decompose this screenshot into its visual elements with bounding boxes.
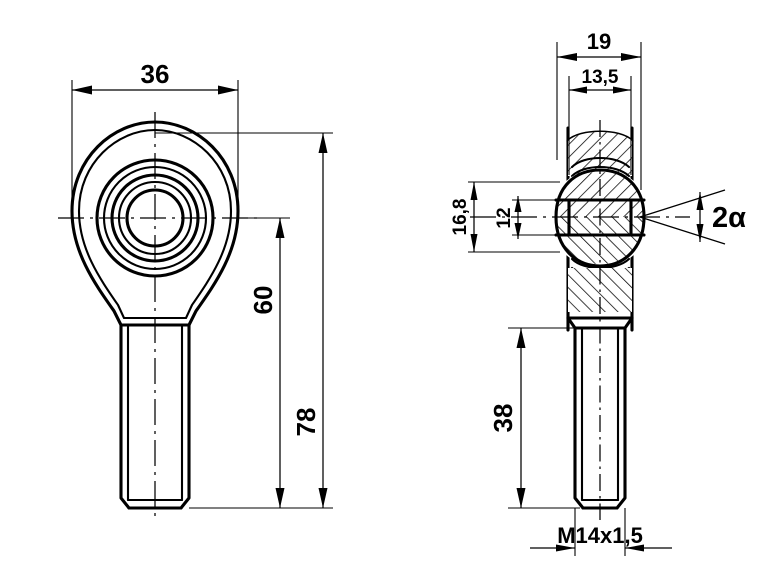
dim19-arrow-right <box>621 53 641 61</box>
dim38-arrow-top <box>516 328 526 348</box>
dim168-arrow-bottom <box>470 234 478 252</box>
dim60-label: 60 <box>248 286 278 315</box>
front-body-inner-contour <box>77 128 233 320</box>
dimension-12: 12 <box>494 196 570 239</box>
angle-upper-leg <box>639 189 726 218</box>
dim36-arrow-right <box>218 85 238 95</box>
dimension-16-8: 16,8 <box>450 181 560 253</box>
side-ball-upper-outline <box>554 168 646 219</box>
dim60-arrow-top <box>275 218 285 238</box>
dimension-78: 78 <box>155 132 333 509</box>
front-outer-race-inner-circle <box>102 165 208 271</box>
dim135-label: 13,5 <box>582 67 619 88</box>
dim12-arrow-bottom <box>514 223 522 239</box>
front-ball-inner-circle <box>117 180 193 256</box>
side-upper-liner-arc-2 <box>570 166 631 178</box>
dim78-arrow-top <box>318 133 328 153</box>
thread-arrow-right <box>625 544 644 552</box>
angle-arrow-bottom <box>696 224 704 242</box>
dim36-label: 36 <box>141 59 170 89</box>
dim36-arrow-left <box>72 85 92 95</box>
dim19-arrow-left <box>557 53 577 61</box>
angle-lower-leg <box>639 216 726 245</box>
thread-label: M14x1,5 <box>557 523 643 548</box>
dim38-label: 38 <box>488 404 518 433</box>
dimension-thread-spec: M14x1,5 <box>530 508 672 556</box>
dim12-arrow-top <box>514 196 522 212</box>
thread-arrow-left <box>556 544 575 552</box>
front-body-outline <box>70 120 240 327</box>
dim78-arrow-bottom <box>318 488 328 508</box>
front-outer-race-circle <box>95 158 215 278</box>
dim135-arrow-right <box>613 86 631 94</box>
dim60-arrow-bottom <box>275 488 285 508</box>
dim135-arrow-left <box>569 86 587 94</box>
dim12-label: 12 <box>494 207 515 228</box>
dim78-label: 78 <box>291 408 321 437</box>
angle-arrow-top <box>696 192 704 210</box>
dimension-38: 38 <box>488 327 580 509</box>
dimension-13-5: 13,5 <box>568 67 632 175</box>
dimension-angle-2alpha: 2α <box>639 189 746 245</box>
side-ball-lower-outline <box>554 215 646 268</box>
side-view <box>470 120 690 520</box>
front-ball-outer-circle <box>110 173 200 263</box>
dimension-60: 60 <box>189 217 290 509</box>
dim19-label: 19 <box>587 29 611 54</box>
dim38-arrow-bottom <box>516 488 526 508</box>
front-view <box>58 112 262 520</box>
front-bore-circle <box>125 188 185 248</box>
angle-label: 2α <box>712 202 746 234</box>
dim168-label: 16,8 <box>450 199 471 236</box>
dimension-19: 19 <box>556 29 642 190</box>
dim168-arrow-top <box>470 182 478 200</box>
dimension-36: 36 <box>71 59 239 215</box>
